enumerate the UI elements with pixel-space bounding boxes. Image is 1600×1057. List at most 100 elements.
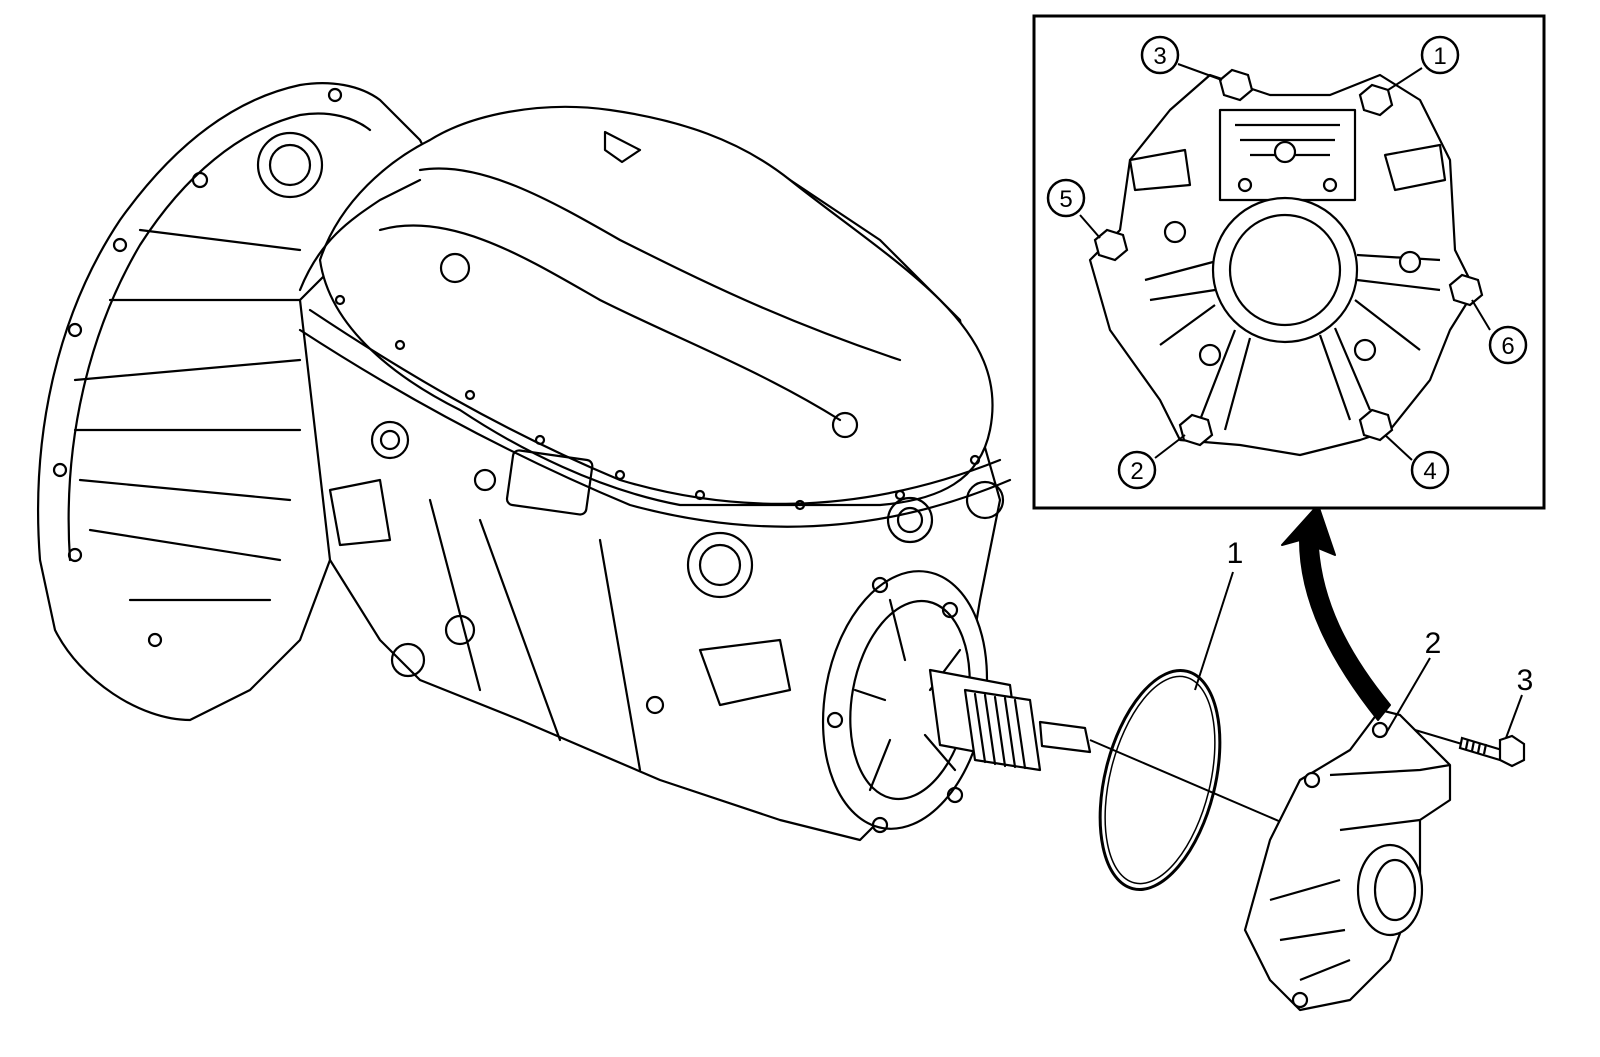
inset-bolt-head-2: [1178, 413, 1214, 447]
housing-callout-number: 2: [1425, 627, 1442, 660]
side-port: [965, 480, 1005, 520]
top-cover-flange: [298, 178, 422, 292]
top-cover-boss: [831, 411, 859, 439]
pan-bolt: [614, 469, 626, 481]
rear-flange-bolt-hole: [826, 711, 844, 729]
inset-bolt-head-1: [1358, 83, 1394, 117]
o-ring-leader: [1194, 571, 1234, 691]
detail-view-arrow: [1281, 504, 1391, 721]
extension-housing-bolt-hole: [1303, 771, 1321, 789]
top-cover-boss: [439, 252, 471, 284]
inset-bolt-head-3: [1218, 68, 1254, 102]
rear-flange-bolt-hole: [871, 816, 889, 834]
extension-housing-body: [1243, 708, 1452, 1012]
bell-housing-rib: [138, 228, 302, 252]
extension-housing-rib: [1269, 878, 1351, 982]
inset-rib: [1356, 253, 1441, 292]
bell-housing-bolt-hole: [52, 462, 68, 478]
case-rib: [598, 538, 642, 772]
bell-housing-boss: [256, 131, 324, 199]
inset-rib: [1159, 299, 1421, 351]
bell-housing-bolt-hole: [67, 322, 83, 338]
spline-teeth: [973, 692, 1027, 770]
top-cover-ridge: [378, 224, 842, 422]
bell-housing-bolt-hole: [112, 237, 128, 253]
side-port: [686, 531, 754, 599]
sequence-badge-3: [1140, 35, 1180, 75]
bolt-leader: [1505, 694, 1523, 739]
inset-leader-4: [1384, 434, 1413, 461]
inset-housing-face: [1088, 73, 1477, 457]
side-port: [390, 642, 426, 678]
extension-housing: [1243, 708, 1452, 1012]
bell-housing-bolt-hole: [327, 87, 343, 103]
side-port: [886, 496, 934, 544]
sequence-badge-5: [1046, 178, 1086, 218]
sequence-badge-2: [1117, 450, 1157, 490]
transmission-assembly: [37, 82, 1092, 842]
pan-bolt: [334, 294, 346, 306]
top-cover: [318, 105, 994, 507]
side-port: [698, 543, 742, 587]
inset-rib: [1144, 260, 1216, 302]
o-ring-inner: [1104, 675, 1216, 885]
o-ring: [1098, 669, 1222, 891]
inset-bolt-head-6: [1448, 273, 1484, 307]
rear-flange-bolt-hole: [946, 786, 964, 804]
extension-housing-seal-inner: [1373, 858, 1417, 922]
inset-boss: [1198, 343, 1222, 367]
bell-housing-rib: [73, 358, 302, 382]
sequence-number-5: 5: [1059, 186, 1072, 213]
extension-housing-top: [1339, 818, 1421, 832]
sequence-number-3: 3: [1153, 43, 1166, 70]
extension-housing-bolt-hole: [1291, 991, 1309, 1009]
case-rib: [428, 498, 482, 692]
inset-rib: [1128, 148, 1192, 192]
housing-leader: [1384, 657, 1431, 736]
bell-housing-rib: [78, 478, 292, 502]
bolt: [1458, 734, 1526, 768]
inset-rib: [1383, 143, 1447, 192]
extension-housing-top: [1329, 763, 1451, 777]
inset-rib: [1318, 327, 1372, 421]
inset-top-plate-bolt: [1273, 140, 1297, 164]
inset-center-bore-inner: [1228, 213, 1342, 327]
fill-plug: [603, 130, 642, 164]
inset-leader-3: [1177, 63, 1223, 81]
shift-boss: [379, 429, 401, 451]
alignment-line: [1089, 739, 1296, 829]
inset-bolt-head-5: [1093, 228, 1129, 262]
inset-bolt-head-4: [1358, 408, 1394, 442]
inset-boss: [1163, 220, 1187, 244]
rear-flange-spoke: [888, 598, 907, 662]
inset-sequence-badges: [1046, 35, 1528, 490]
pan-bolt: [464, 389, 476, 401]
inset-leader-6: [1471, 299, 1491, 331]
id-plate: [505, 449, 594, 516]
sequence-number-4: 4: [1423, 458, 1436, 485]
case-rib: [478, 518, 562, 742]
inset-leader-1: [1387, 67, 1423, 91]
inset-leader-5: [1079, 214, 1101, 239]
side-port: [645, 695, 665, 715]
pan-bolt: [969, 454, 981, 466]
sequence-badge-4: [1410, 450, 1450, 490]
sequence-number-2: 2: [1130, 458, 1143, 485]
inset-boss: [1353, 338, 1377, 362]
inset-leaders: [1079, 63, 1491, 461]
mount-bracket: [328, 478, 392, 547]
pan-bolt: [394, 339, 406, 351]
pan-bolt: [694, 489, 706, 501]
mount-bracket: [698, 638, 792, 707]
top-cover-ridge: [418, 167, 902, 362]
side-port: [896, 506, 924, 534]
output-shaft-tip: [1038, 720, 1092, 754]
bolt-axis-line: [1414, 729, 1463, 745]
rear-flange-spoke: [923, 733, 957, 772]
bell-housing-bolt-hole: [191, 171, 209, 189]
bolt-head: [1498, 734, 1526, 768]
shift-boss: [370, 420, 410, 460]
sequence-number-6: 6: [1501, 333, 1514, 360]
